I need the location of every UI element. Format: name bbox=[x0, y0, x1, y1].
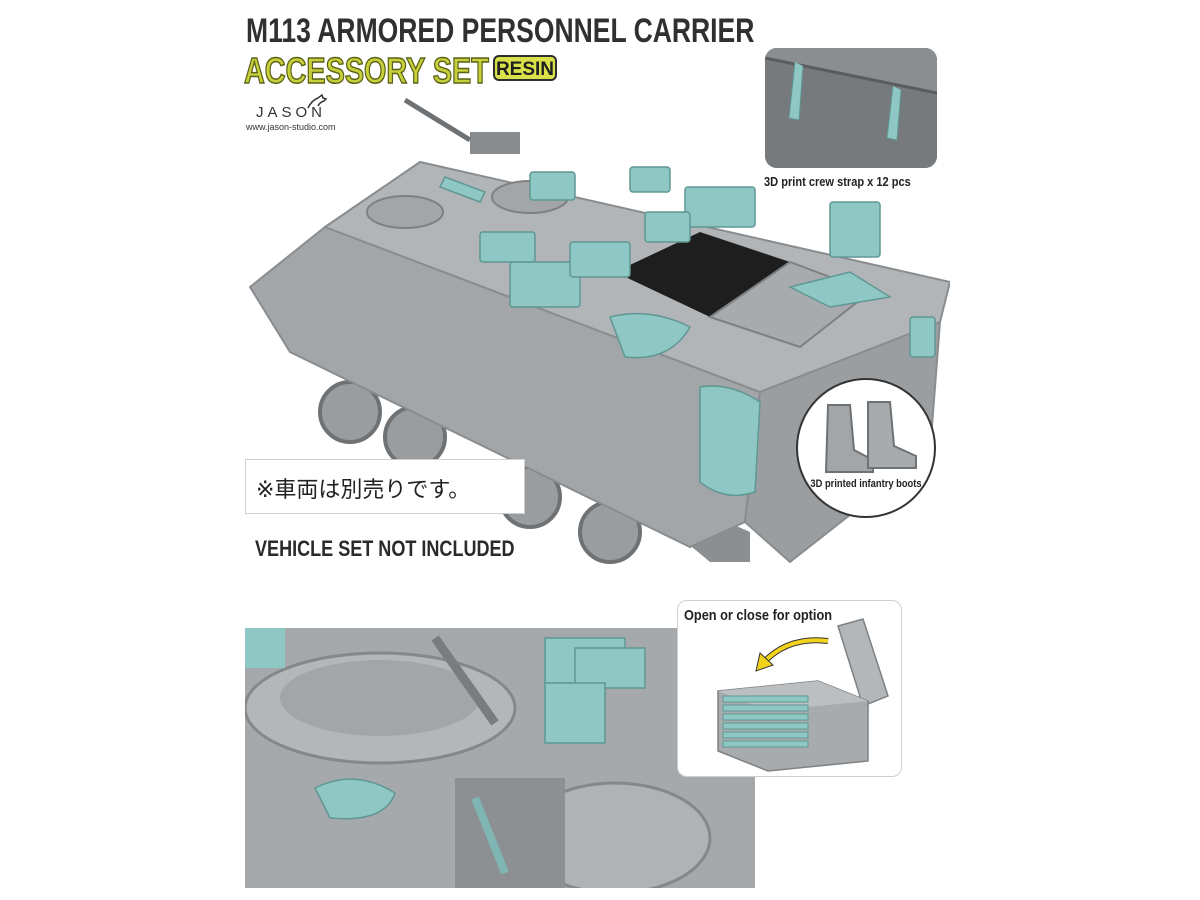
brand-url: www.jason-studio.com bbox=[246, 122, 336, 132]
resin-accessories bbox=[438, 166, 936, 497]
machine-gun bbox=[403, 97, 520, 154]
brand-logo: JASON www.jason-studio.com bbox=[246, 94, 356, 132]
ammo-box-image bbox=[717, 618, 889, 772]
ammo-box-option-inset: Open or close for option bbox=[677, 600, 902, 777]
horse-logo-icon bbox=[307, 94, 328, 109]
detail-closeup-image bbox=[245, 628, 755, 888]
crew-strap-image bbox=[765, 48, 937, 168]
resin-badge: RESIN bbox=[493, 55, 557, 81]
brand-name: JASON bbox=[256, 104, 327, 121]
boots-caption: 3D printed infantry boots bbox=[810, 478, 922, 490]
infantry-boots-inset bbox=[796, 378, 936, 518]
m113-vehicle-render bbox=[248, 97, 950, 564]
option-caption: Open or close for option bbox=[684, 607, 833, 624]
notice-english: VEHICLE SET NOT INCLUDED bbox=[255, 536, 515, 561]
cargo-hatch-open bbox=[615, 232, 790, 317]
notice-box: ※車両は別売りです。 bbox=[245, 459, 525, 514]
crew-strap-inset bbox=[765, 48, 937, 168]
detail-closeup-photo bbox=[245, 628, 755, 888]
product-subtitle: ACCESSORY SET bbox=[243, 49, 489, 92]
product-title: M113 ARMORED PERSONNEL CARRIER bbox=[246, 12, 755, 50]
notice-japanese: ※車両は別売りです。 bbox=[256, 478, 471, 503]
strap-caption: 3D print crew strap x 12 pcs bbox=[764, 174, 911, 189]
boots-icon bbox=[824, 401, 917, 473]
